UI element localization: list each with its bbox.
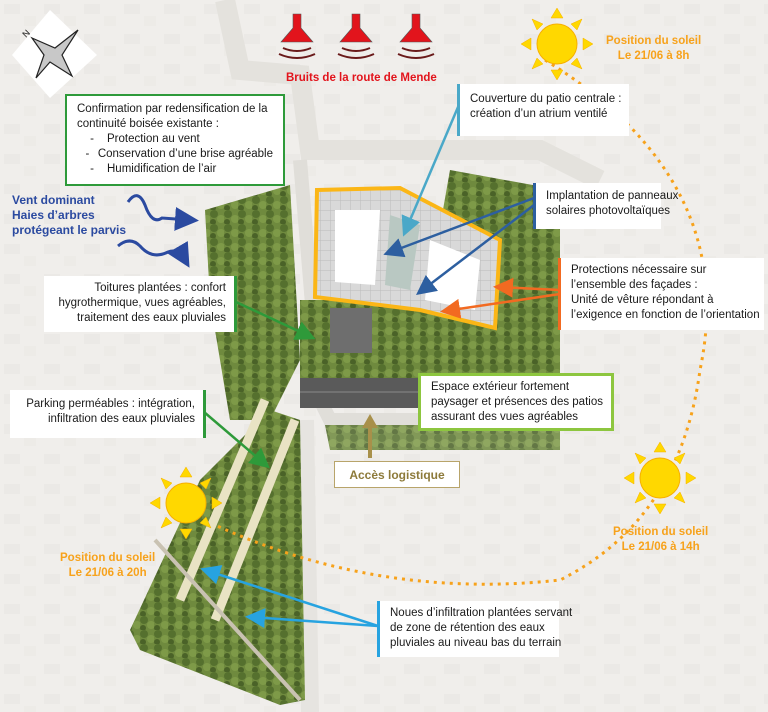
annotation-continuite-boisee: Confirmation par redensification de la c… <box>65 94 285 186</box>
annotation-patio-atrium: Couverture du patio centrale : création … <box>457 84 629 136</box>
wind-arrow-icon <box>126 194 199 231</box>
sun-icon-14h <box>623 441 697 515</box>
sun-icon-20h <box>149 466 223 540</box>
annotation-acces-logistique: Accès logistique <box>334 461 460 488</box>
noise-speakers <box>278 13 435 59</box>
compass-rose-icon: N <box>12 10 97 98</box>
bullet-item: -Conservation d’une brise agréable <box>85 148 273 160</box>
sun-label-14h: Position du soleil Le 21/06 à 14h <box>613 526 709 553</box>
access-arrow-icon <box>362 414 378 458</box>
sun-label-20h: Position du soleil Le 21/06 à 20h <box>60 552 156 579</box>
annotation-noues-infiltration: Noues d’infiltration plantées servant de… <box>377 601 572 657</box>
annotation-protections-facades: Protections nécessaire sur l’ensemble de… <box>558 258 764 330</box>
bullet-item: -Humidification de l’air <box>90 163 217 175</box>
annotation-parking-permeables: Parking perméables : intégration, infilt… <box>10 390 206 438</box>
annotation-panneaux-solaires: Implantation de panneaux solaires photov… <box>533 183 678 229</box>
annotation-espace-exterieur: Espace extérieur fortement paysager et p… <box>418 373 614 431</box>
svg-text:N: N <box>20 28 32 40</box>
wind-label: Vent dominant Haies d’arbres protégeant … <box>12 193 127 237</box>
bullet-item: -Protection au vent <box>90 133 200 145</box>
sun-label-8h: Position du soleil Le 21/06 à 8h <box>606 35 702 62</box>
sun-icon-8h <box>520 7 594 81</box>
wind-arrow-icon <box>117 239 190 268</box>
noise-label: Bruits de la route de Mende <box>286 72 437 84</box>
annotation-toitures-plantees: Toitures plantées : confort hygrothermiq… <box>44 276 237 332</box>
